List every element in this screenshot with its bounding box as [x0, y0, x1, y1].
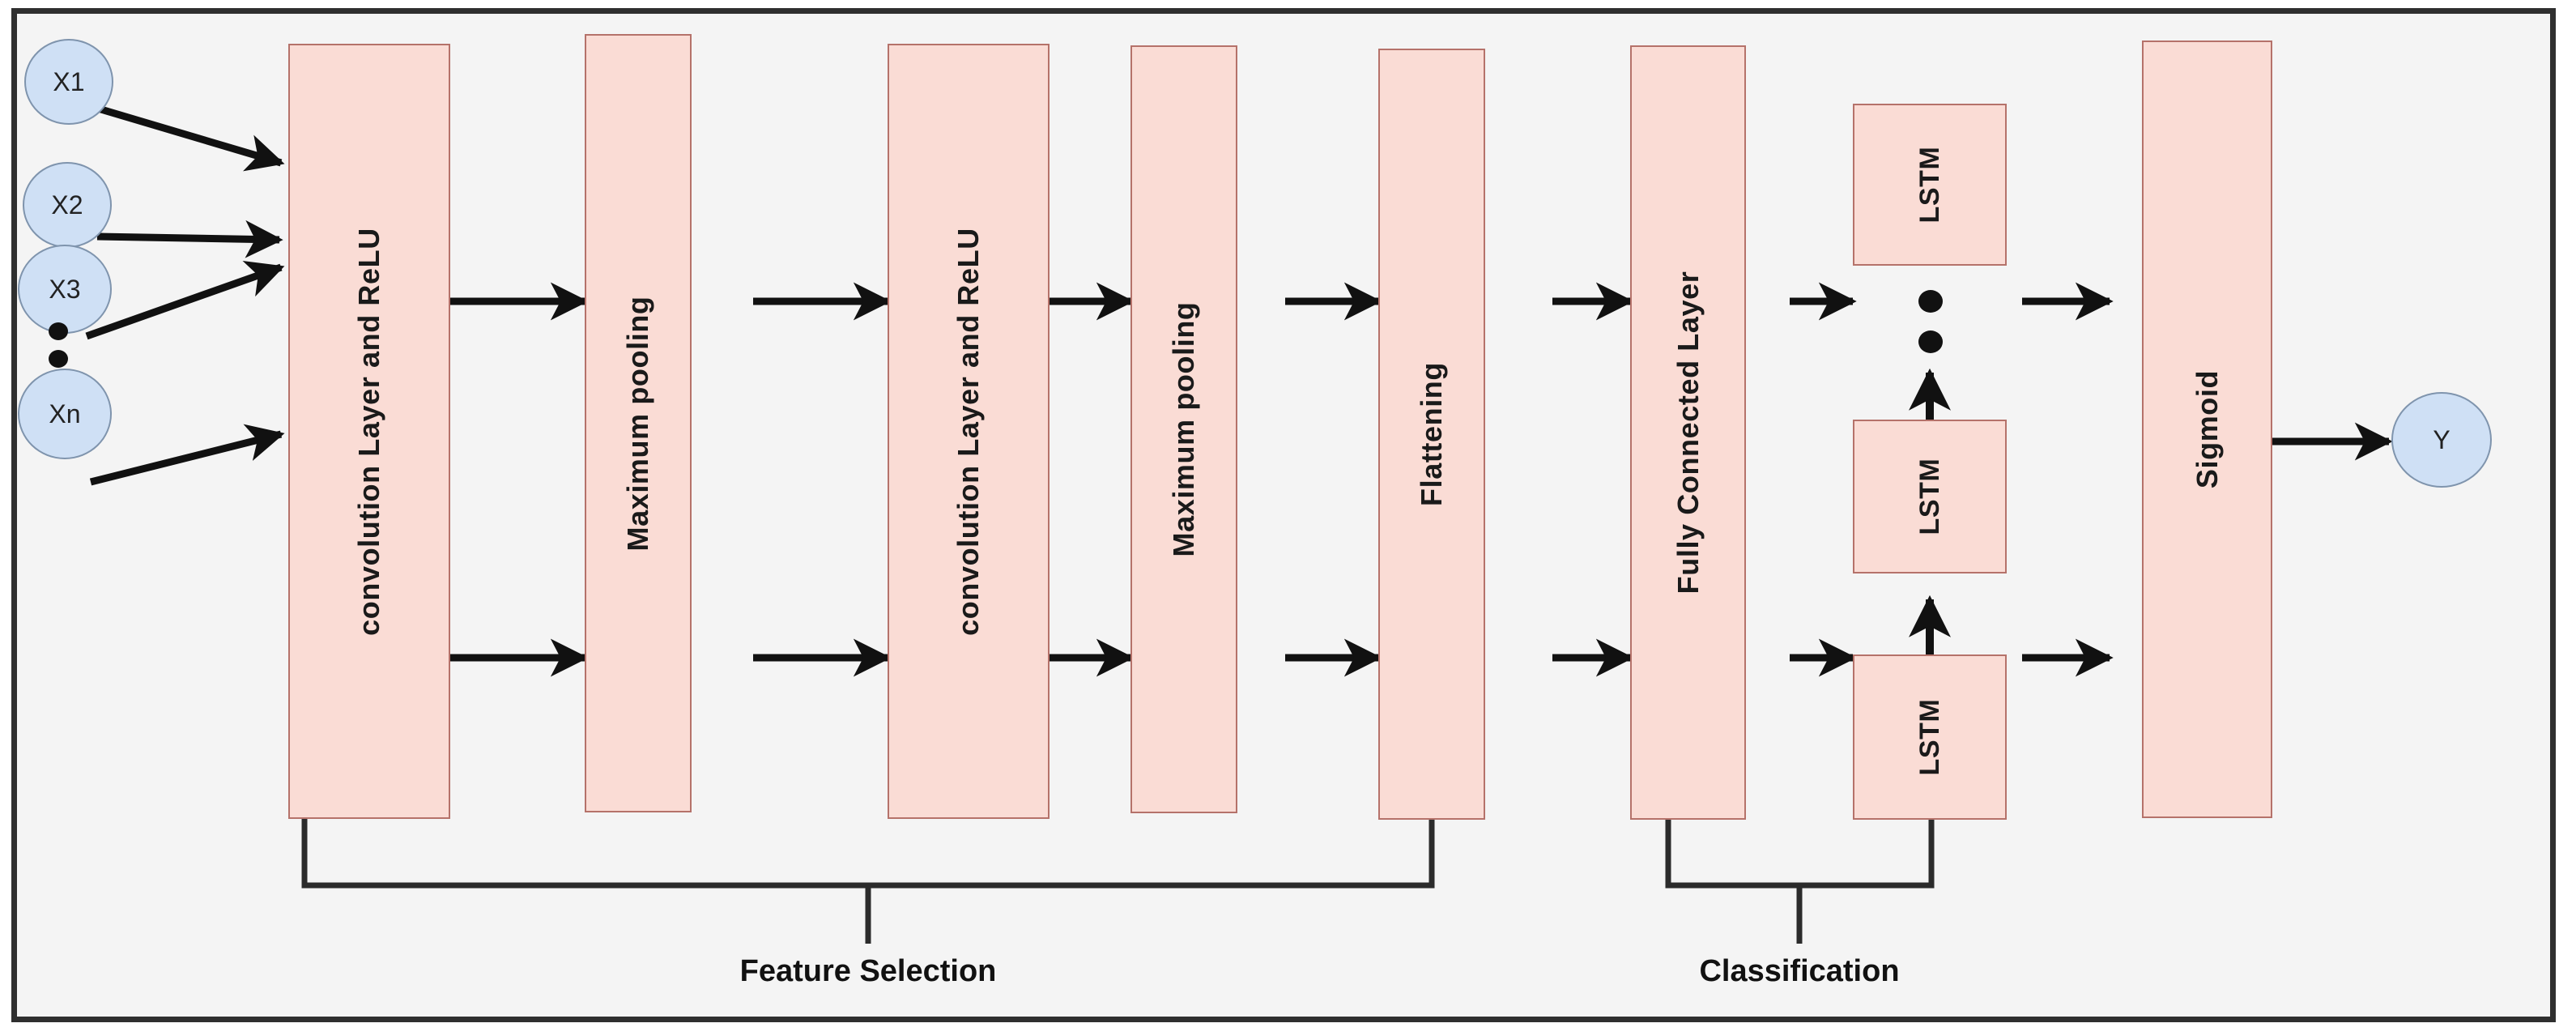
block-lstm-middle-label: LSTM	[1914, 458, 1945, 535]
input-node-x1[interactable]: X1	[24, 39, 113, 125]
output-node-y[interactable]: Y	[2391, 392, 2492, 488]
block-lstm-top-label: LSTM	[1914, 146, 1945, 224]
group-label-classification: Classification	[1699, 954, 1900, 988]
lstm-ellipsis-dot-1	[1918, 290, 1943, 313]
block-sigmoid[interactable]: Sigmoid	[2142, 41, 2272, 818]
input-node-x2[interactable]: X2	[23, 162, 112, 248]
block-convolution-layer-relu-1[interactable]: convolution Layer and ReLU	[288, 44, 450, 819]
block-flattening-label: Flattening	[1414, 362, 1448, 506]
input-node-x2-label: X2	[51, 190, 83, 220]
block-lstm-bottom-label: LSTM	[1914, 698, 1945, 776]
block-convolution-layer-relu-2-label: convolution Layer and ReLU	[951, 227, 985, 636]
input-node-x1-label: X1	[53, 66, 85, 96]
block-lstm-top[interactable]: LSTM	[1853, 104, 2007, 266]
group-label-feature-selection: Feature Selection	[739, 954, 997, 988]
block-maximum-pooling-2[interactable]: Maximum pooling	[1130, 45, 1237, 813]
input-node-x3-label: X3	[49, 274, 81, 304]
block-flattening[interactable]: Flattening	[1378, 49, 1485, 820]
output-node-y-label: Y	[2433, 424, 2450, 454]
block-lstm-bottom[interactable]: LSTM	[1853, 654, 2007, 820]
input-node-xn[interactable]: Xn	[18, 369, 112, 459]
block-lstm-middle[interactable]: LSTM	[1853, 420, 2007, 573]
input-ellipsis-dot-1	[49, 322, 68, 340]
input-node-x3[interactable]: X3	[18, 245, 112, 334]
input-node-xn-label: Xn	[49, 399, 81, 428]
block-sigmoid-label: Sigmoid	[2190, 369, 2224, 489]
block-fully-connected-layer-label: Fully Connected Layer	[1671, 271, 1705, 595]
block-maximum-pooling-2-label: Maximum pooling	[1166, 301, 1200, 557]
lstm-ellipsis-dot-2	[1918, 330, 1943, 353]
block-maximum-pooling-1[interactable]: Maximum pooling	[585, 34, 692, 812]
block-maximum-pooling-1-label: Maximum pooling	[620, 296, 654, 551]
block-fully-connected-layer[interactable]: Fully Connected Layer	[1630, 45, 1746, 820]
block-convolution-layer-relu-1-label: convolution Layer and ReLU	[351, 227, 385, 636]
block-convolution-layer-relu-2[interactable]: convolution Layer and ReLU	[888, 44, 1050, 819]
input-ellipsis-dot-2	[49, 350, 68, 368]
